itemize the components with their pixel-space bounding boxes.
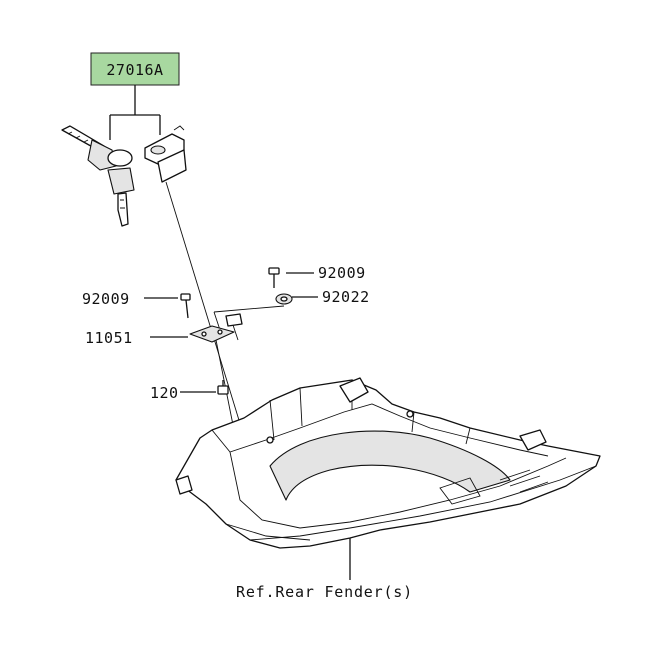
- callout-120-label: 120: [150, 384, 179, 402]
- screw-icon: [217, 380, 229, 395]
- callout-11051[interactable]: 11051: [85, 329, 188, 347]
- part-number-27016A[interactable]: 27016A: [90, 52, 180, 86]
- callout-11051-label: 11051: [85, 329, 133, 347]
- keyset-leader: [109, 85, 161, 140]
- lock-cylinder-icon: [144, 125, 187, 183]
- part-number-27016A-label: 27016A: [106, 61, 163, 79]
- mount-tab-icon: [225, 313, 243, 327]
- washer-icon: [275, 293, 293, 305]
- bolt-icon: [180, 293, 191, 319]
- reference-label: Ref.Rear Fender(s): [236, 583, 413, 601]
- bolt-icon: [268, 267, 280, 288]
- rear-fender-icon: [175, 377, 601, 549]
- callout-92009-left-label: 92009: [82, 290, 130, 308]
- reference-rear-fender[interactable]: Ref.Rear Fender(s): [236, 538, 413, 601]
- callout-92022[interactable]: 92022: [292, 288, 370, 306]
- assembly-line: [165, 181, 243, 431]
- callout-92009-right-label: 92009: [318, 264, 366, 282]
- callout-92022-label: 92022: [322, 288, 370, 306]
- callout-92009-left[interactable]: 92009: [82, 290, 178, 308]
- ignition-key-set-icon: [61, 125, 135, 227]
- callout-120[interactable]: 120: [150, 384, 216, 402]
- part-number-highlight: [90, 52, 180, 86]
- bracket-plate-icon: [189, 325, 235, 343]
- callout-92009-right[interactable]: 92009: [286, 264, 366, 282]
